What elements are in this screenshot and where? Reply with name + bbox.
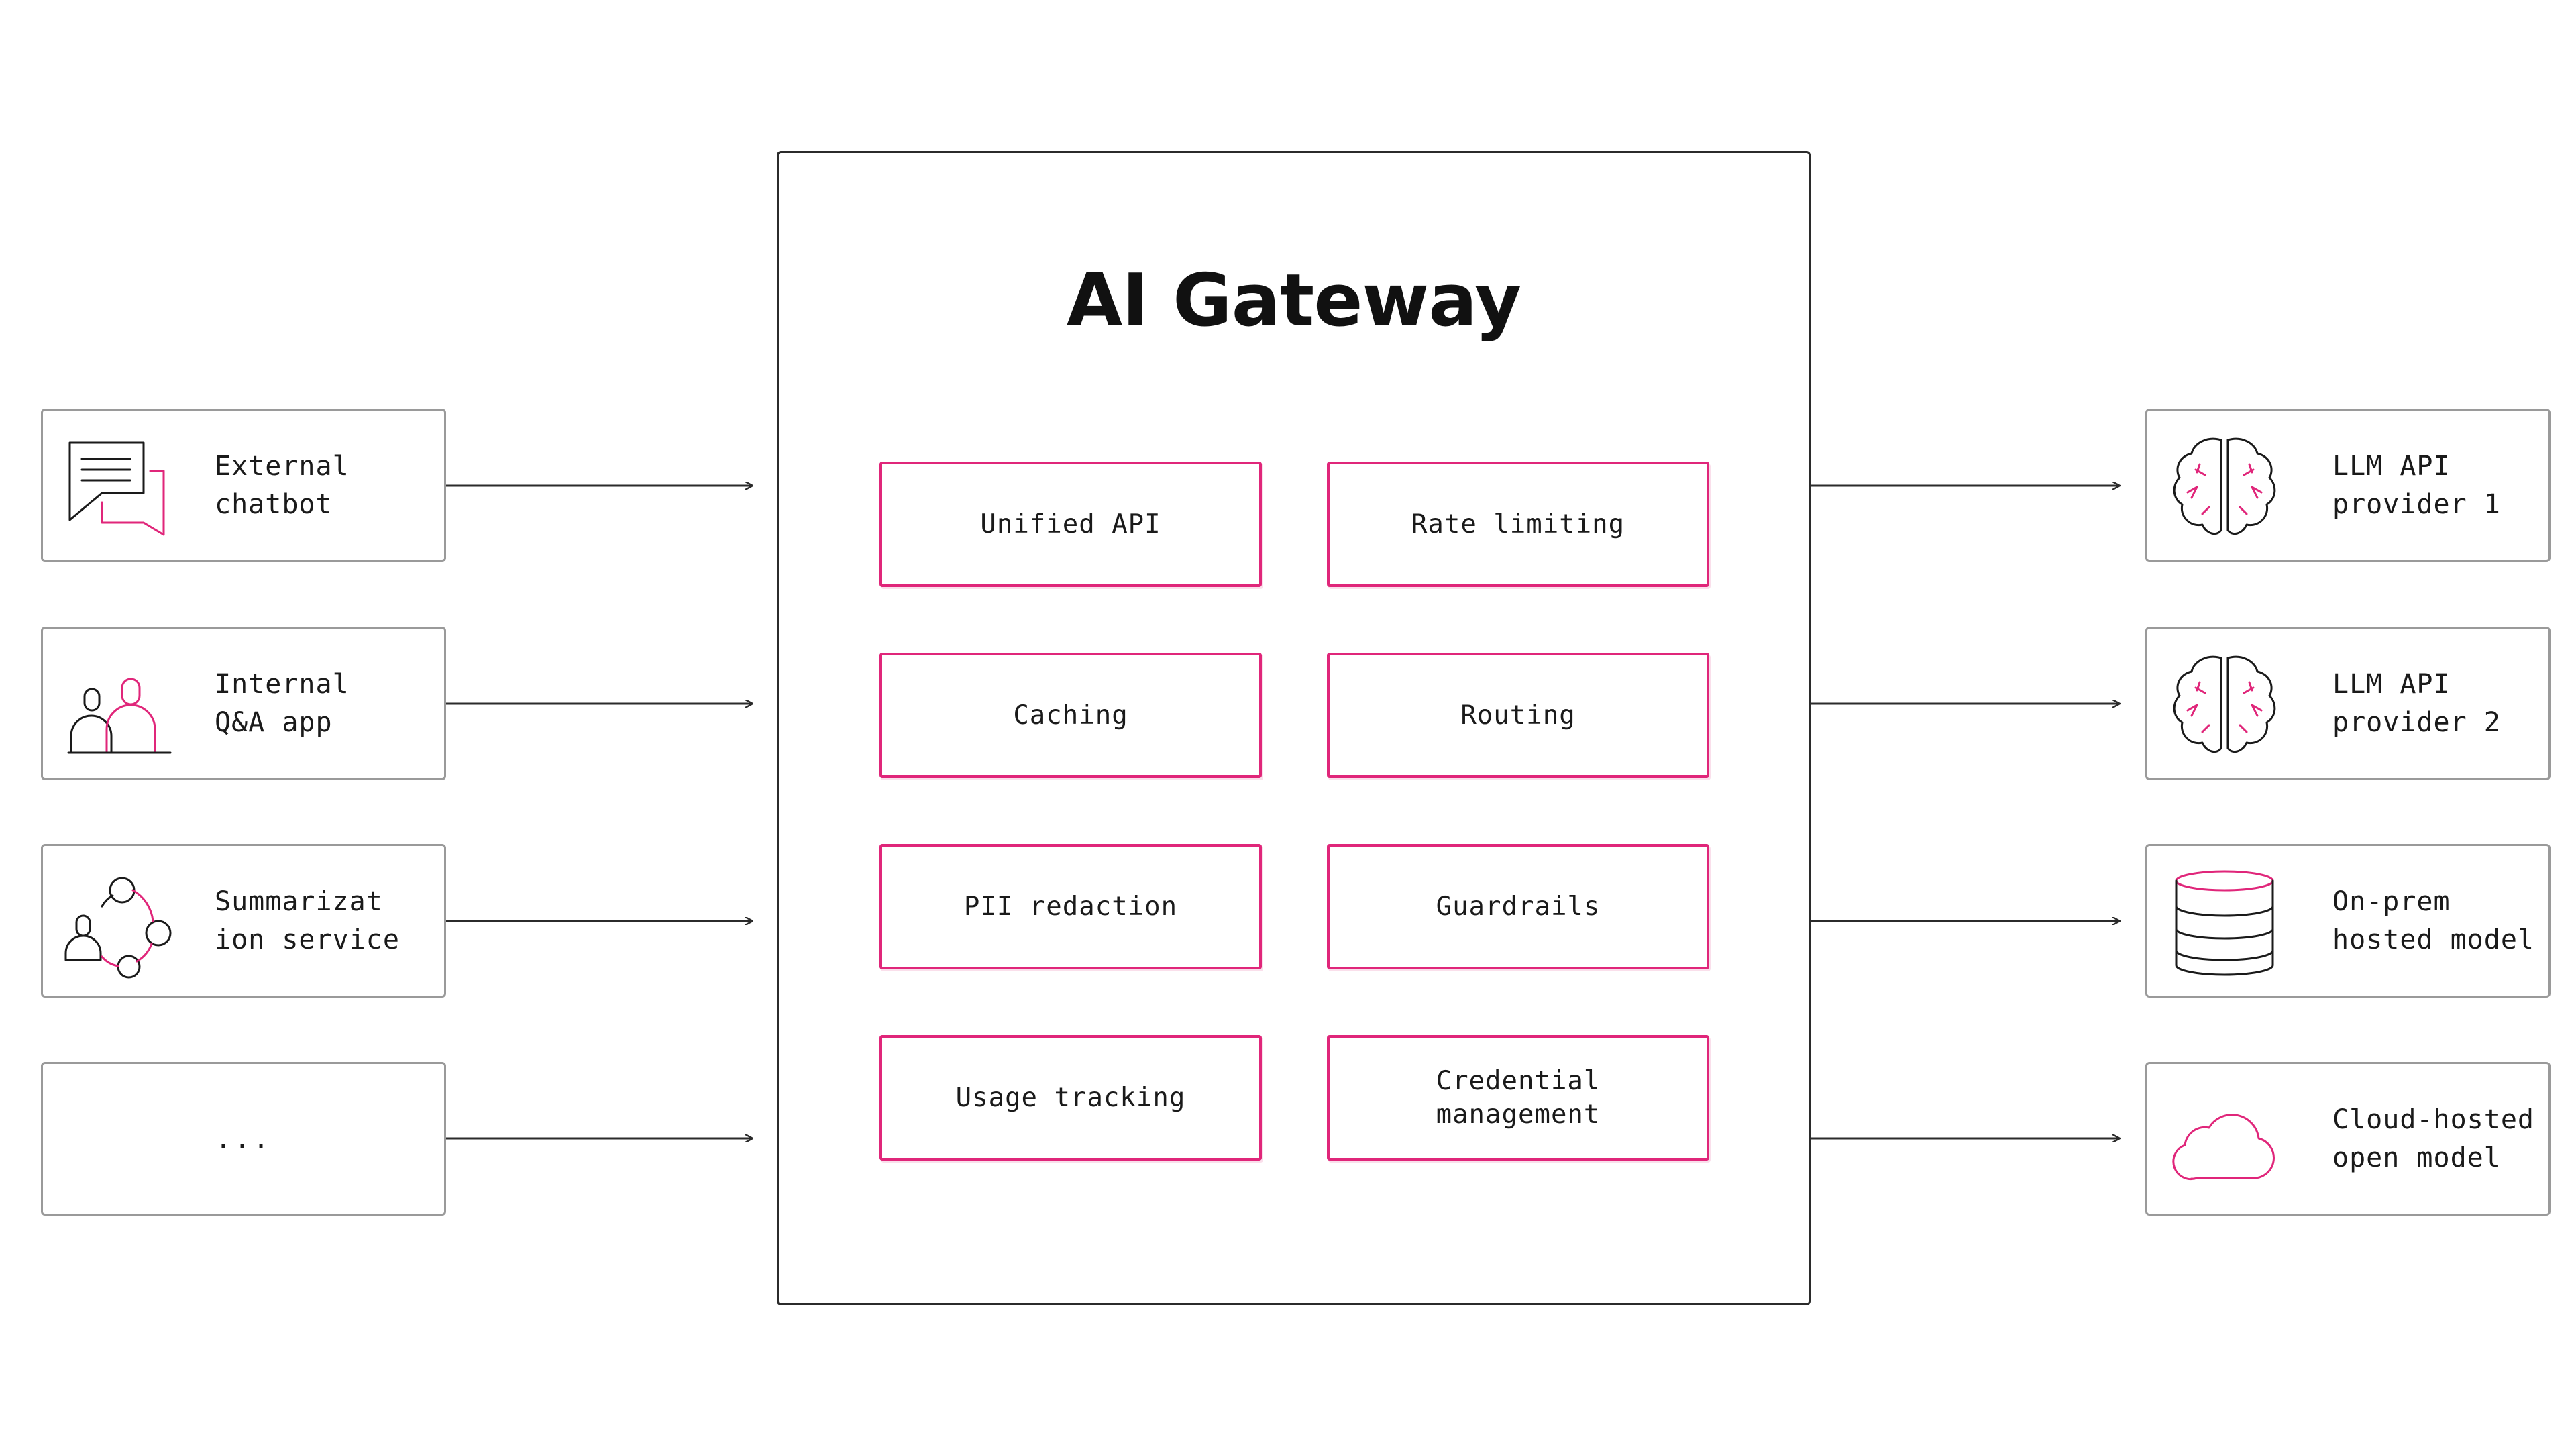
client-external-chatbot: External chatbot	[41, 409, 446, 562]
feature-credential-management: Credential management	[1327, 1035, 1709, 1161]
provider-label: LLM API provider 2	[2332, 668, 2501, 738]
gateway-title: AI Gateway	[1066, 259, 1522, 343]
provider-cloud-open-model: Cloud-hosted open model	[2145, 1062, 2551, 1216]
feature-pii-redaction: PII redaction	[879, 844, 1262, 969]
feature-routing: Routing	[1327, 653, 1709, 778]
client-summarization-service: Summarizat ion service	[41, 844, 446, 998]
brain-icon	[2167, 431, 2282, 545]
client-more: ...	[41, 1062, 446, 1216]
provider-llm-api-2: LLM API provider 2	[2145, 627, 2551, 780]
provider-on-prem-model: On-prem hosted model	[2145, 844, 2551, 998]
chat-bubbles-icon	[63, 431, 177, 545]
feature-rate-limiting: Rate limiting	[1327, 462, 1709, 587]
users-icon	[63, 649, 177, 763]
feature-caching: Caching	[879, 653, 1262, 778]
provider-label: LLM API provider 1	[2332, 450, 2501, 520]
client-label: Internal Q&A app	[215, 668, 350, 738]
client-label: Summarizat ion service	[215, 885, 400, 955]
client-label: External chatbot	[215, 450, 350, 520]
feature-usage-tracking: Usage tracking	[879, 1035, 1262, 1161]
cloud-icon	[2167, 1084, 2282, 1198]
provider-label: On-prem hosted model	[2332, 885, 2534, 955]
brain-icon	[2167, 649, 2282, 763]
ellipsis-label: ...	[215, 1123, 272, 1155]
feature-unified-api: Unified API	[879, 462, 1262, 587]
provider-label: Cloud-hosted open model	[2332, 1104, 2534, 1173]
network-people-icon	[63, 866, 177, 980]
client-internal-qa-app: Internal Q&A app	[41, 627, 446, 780]
provider-llm-api-1: LLM API provider 1	[2145, 409, 2551, 562]
feature-guardrails: Guardrails	[1327, 844, 1709, 969]
ai-gateway-panel: AI Gateway Unified API Rate limiting Cac…	[777, 151, 1811, 1305]
database-icon	[2167, 866, 2282, 980]
